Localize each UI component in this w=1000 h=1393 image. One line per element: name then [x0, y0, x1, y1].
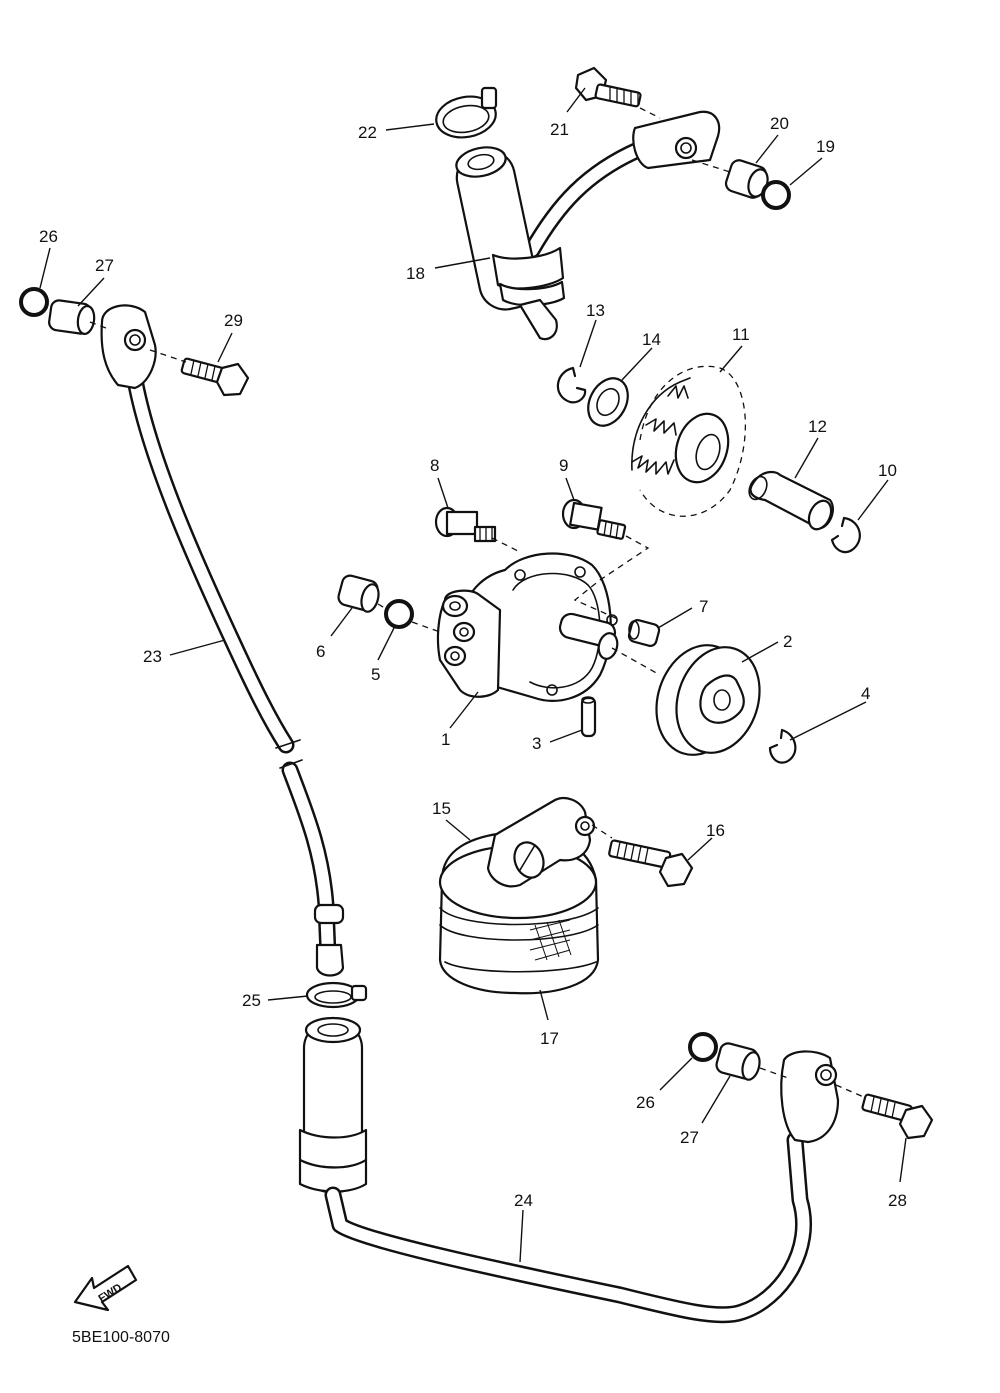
- callout-27-lower: 27: [680, 1128, 699, 1147]
- callout-labels: 22 21 20 19 18 26 27 29 13 14 11 12 10 8…: [39, 114, 907, 1210]
- callout-12: 12: [808, 417, 827, 436]
- bolt-16: [608, 839, 694, 888]
- oil-hose-23: [126, 371, 345, 977]
- callout-13: 13: [586, 301, 605, 320]
- oil-pipe-upper: [455, 110, 721, 341]
- dowel-7: [627, 618, 661, 648]
- hose-clip-25: [305, 981, 368, 1009]
- bolt-9: [561, 498, 627, 540]
- callout-16: 16: [706, 821, 725, 840]
- o-ring-26-upper: [19, 287, 49, 317]
- callout-23: 23: [143, 647, 162, 666]
- alignment-lines: [89, 107, 867, 1099]
- diagram-code: 5BE100-8070: [72, 1329, 170, 1346]
- o-ring-19: [761, 180, 791, 210]
- pump-inner-shaft: [558, 612, 619, 660]
- bolt-29: [180, 357, 250, 397]
- fwd-arrow-icon: FWD: [73, 1264, 138, 1312]
- callout-15: 15: [432, 799, 451, 818]
- callout-21: 21: [550, 120, 569, 139]
- pump-rotor-2: [655, 644, 761, 756]
- callout-5: 5: [371, 665, 380, 684]
- callout-10: 10: [878, 461, 897, 480]
- callout-4: 4: [861, 684, 870, 703]
- callout-14: 14: [642, 330, 661, 349]
- callout-3: 3: [532, 734, 541, 753]
- callout-17: 17: [540, 1029, 559, 1048]
- o-ring-5: [384, 599, 414, 629]
- circlip-4: [768, 728, 797, 764]
- callout-6: 6: [316, 642, 325, 661]
- callout-19: 19: [816, 137, 835, 156]
- callout-1: 1: [441, 730, 450, 749]
- callout-9: 9: [559, 456, 568, 475]
- callout-26-upper: 26: [39, 227, 58, 246]
- collar-27-lower: [715, 1042, 761, 1081]
- callout-22: 22: [358, 123, 377, 142]
- circlip-13: [556, 366, 587, 404]
- bolt-8: [434, 506, 497, 543]
- leader-lines: [39, 87, 907, 1263]
- collar-27-upper: [48, 299, 96, 336]
- callout-2: 2: [783, 632, 792, 651]
- callout-27-upper: 27: [95, 256, 114, 275]
- bolt-21: [574, 66, 642, 108]
- callout-8: 8: [430, 456, 439, 475]
- dowel-pin-3: [580, 696, 597, 738]
- callout-26-lower: 26: [636, 1093, 655, 1112]
- pump-shaft-12: [748, 470, 834, 531]
- oil-pump-body-1: [436, 552, 618, 702]
- hose-clip-22: [435, 86, 498, 139]
- oil-strainer-15: [438, 796, 600, 995]
- callout-28: 28: [888, 1191, 907, 1210]
- pump-drive-gear-11: [631, 365, 746, 517]
- bolt-28: [861, 1093, 934, 1140]
- collar-6: [337, 574, 380, 613]
- banjo-fitting-lower-right: [780, 1050, 840, 1144]
- circlip-10: [830, 516, 861, 554]
- banjo-fitting-upper-left: [100, 304, 157, 390]
- callout-11: 11: [732, 325, 750, 344]
- callout-24: 24: [514, 1191, 533, 1210]
- washer-14: [587, 377, 629, 427]
- callout-7: 7: [699, 597, 708, 616]
- callout-18: 18: [406, 264, 425, 283]
- callout-29: 29: [224, 311, 243, 330]
- o-ring-26-lower: [688, 1032, 718, 1062]
- callout-25: 25: [242, 991, 261, 1010]
- callout-20: 20: [770, 114, 789, 133]
- oil-hose-24: [298, 1016, 813, 1324]
